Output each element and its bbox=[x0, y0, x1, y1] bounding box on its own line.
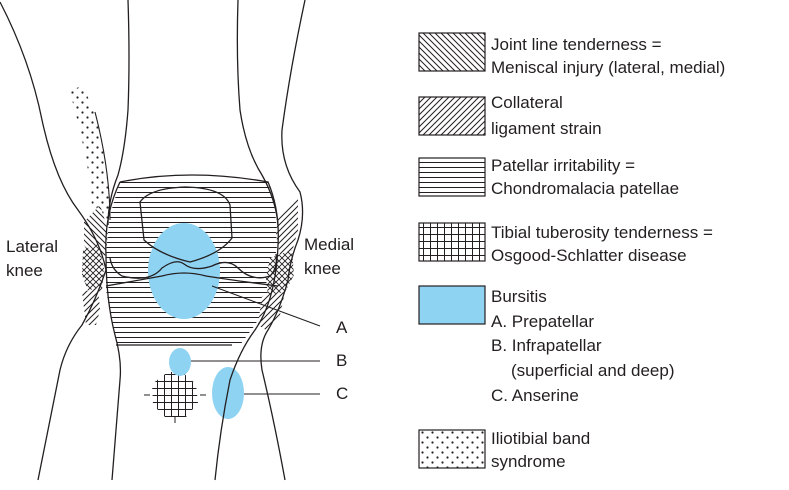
callout-c-label: C bbox=[336, 384, 348, 403]
legend-iliotibial-line1: Iliotibial band bbox=[491, 429, 590, 448]
callout-a-label: A bbox=[336, 318, 348, 337]
legend-iliotibial-line2: syndrome bbox=[491, 452, 566, 471]
legend-patellar-line2: Chondromalacia patellae bbox=[491, 179, 679, 198]
legend-swatch-bursitis bbox=[419, 286, 485, 324]
tibial-tuberosity-region bbox=[152, 372, 198, 417]
legend-bursitis-title: Bursitis bbox=[491, 287, 547, 306]
legend-bursitis-a: A. Prepatellar bbox=[491, 312, 594, 331]
legend-swatch-joint-line bbox=[419, 33, 485, 71]
legend-collateral-line2: ligament strain bbox=[491, 119, 602, 138]
legend-patellar-line1: Patellar irritability = bbox=[491, 156, 635, 175]
legend-joint-line-line1: Joint line tenderness = bbox=[491, 35, 662, 54]
legend-joint-line-line2: Meniscal injury (lateral, medial) bbox=[491, 58, 725, 77]
legend-swatch-patellar bbox=[419, 158, 485, 196]
callout-b-label: B bbox=[336, 351, 347, 370]
legend-collateral-line1: Collateral bbox=[491, 93, 563, 112]
legend-bursitis-c: C. Anserine bbox=[491, 386, 579, 405]
legend-bursitis-b: B. Infrapatellar bbox=[491, 336, 602, 355]
lateral-knee-label-line1: Lateral bbox=[6, 237, 58, 256]
medial-knee-label-line2: knee bbox=[304, 259, 341, 278]
legend-swatch-iliotibial bbox=[419, 430, 485, 468]
medial-knee-label-line1: Medial bbox=[304, 235, 354, 254]
legend-swatch-collateral bbox=[419, 97, 485, 135]
infrapatellar-bursa bbox=[169, 348, 191, 376]
lateral-knee-label-line2: knee bbox=[6, 261, 43, 280]
legend: Joint line tenderness = Meniscal injury … bbox=[419, 33, 725, 471]
legend-bursitis-b-detail: (superficial and deep) bbox=[511, 361, 674, 380]
medial-collateral-region bbox=[276, 198, 298, 255]
legend-tibial-line1: Tibial tuberosity tenderness = bbox=[491, 223, 713, 242]
legend-swatch-tibial bbox=[419, 223, 485, 261]
legend-tibial-line2: Osgood-Schlatter disease bbox=[491, 246, 687, 265]
